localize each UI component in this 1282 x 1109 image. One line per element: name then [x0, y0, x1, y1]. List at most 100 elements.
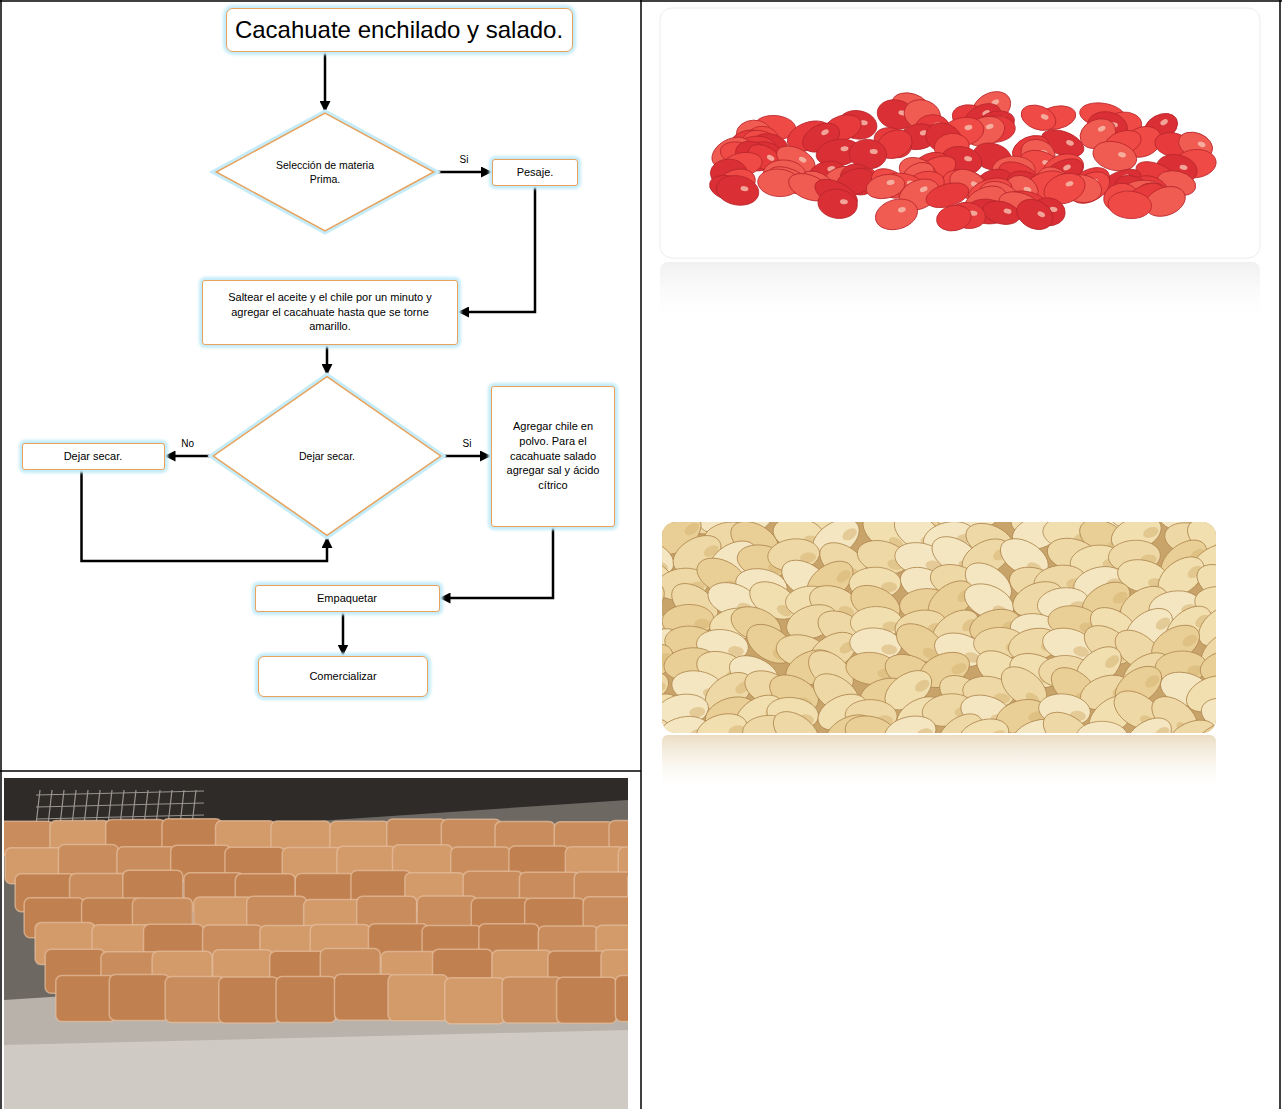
chili-peanut — [1107, 190, 1153, 221]
peanut-shape — [934, 202, 973, 234]
peanut-shape — [872, 194, 921, 234]
packet-group — [4, 819, 628, 1024]
process-box: Empaquetar — [255, 585, 440, 612]
box-text: Comercializar — [309, 669, 376, 684]
peanut-shape — [1195, 717, 1216, 733]
peanut-shape — [1107, 190, 1153, 221]
process-box: Dejar secar. — [22, 443, 165, 470]
peanut-spot — [886, 179, 895, 185]
peanut-shape — [1112, 731, 1171, 733]
peanut-packet — [334, 974, 394, 1020]
flow-arrow — [326, 345, 329, 376]
flow-arrow — [165, 455, 212, 458]
salted-peanut — [954, 713, 1013, 733]
peanut-spot — [1037, 210, 1046, 218]
edge-label: No — [179, 438, 196, 450]
peanut-spot — [1117, 151, 1126, 158]
flow-arrow — [443, 455, 491, 458]
peanut-shade — [916, 727, 934, 733]
box-text: Empaquetar — [317, 591, 377, 606]
flow-arrow — [440, 527, 554, 599]
terminal-box: Comercializar — [258, 656, 428, 697]
diamond-glow — [213, 377, 440, 536]
table-line — [1279, 0, 1281, 1109]
salted-peanuts-photo — [662, 522, 1216, 733]
chili-peanut — [714, 172, 761, 208]
box-text: Saltear el aceite y el chile por un minu… — [211, 290, 449, 335]
photo-ground — [4, 778, 628, 1109]
table-line — [640, 0, 642, 1109]
peanut-shade — [989, 728, 1007, 733]
edge-label: Si — [458, 154, 471, 166]
salted-peanut — [766, 703, 827, 733]
salted-peanut — [1076, 721, 1128, 733]
diamond-glow — [216, 113, 434, 231]
peanut-shape — [705, 727, 765, 733]
decision-diamond: Dejar secar. — [211, 375, 443, 537]
peanut-spot — [870, 149, 878, 154]
peanut-shade — [662, 588, 664, 605]
salted-peanut — [692, 708, 751, 733]
peanut-shape — [954, 713, 1013, 733]
decision-diamond: Selección de materia Prima. — [214, 112, 436, 232]
peanut-spot — [1040, 113, 1049, 120]
peanut-spot — [897, 206, 906, 213]
decision-text: Dejar secar. — [273, 449, 381, 463]
chili-peanut — [872, 194, 921, 234]
peanut-packet — [109, 974, 169, 1020]
chili-peanut — [934, 202, 973, 234]
salted-peanut — [882, 711, 940, 733]
decision-text: Selección de materia Prima. — [274, 158, 377, 186]
chili-peanut — [816, 187, 859, 221]
diamond-border — [216, 113, 434, 231]
peanut-shade — [662, 680, 667, 694]
chili-peanuts-photo — [707, 85, 1218, 235]
peanut-spot — [1097, 125, 1106, 133]
peanut-shape — [816, 187, 859, 221]
peanut-packet — [557, 977, 617, 1023]
peanut-shade — [1180, 632, 1199, 649]
box-text: Cacahuate enchilado y salado. — [235, 14, 563, 46]
peanut-packet — [56, 976, 116, 1022]
peanut-packet — [445, 978, 505, 1024]
salted-peanut — [1112, 731, 1171, 733]
peanut-packet — [502, 977, 562, 1023]
peanut-shape — [845, 729, 906, 733]
peanut-shade — [1142, 525, 1161, 540]
peanut-packet — [388, 975, 448, 1021]
peanut-shade — [913, 677, 932, 694]
basket-wire — [36, 803, 204, 807]
salted-peanut — [664, 731, 725, 733]
peanut-packet — [165, 977, 225, 1023]
table-line — [0, 770, 641, 772]
peanut-packet — [276, 976, 336, 1022]
process-box: Agregar chile en polvo. Para el cacahuat… — [491, 386, 615, 527]
salted-peanut — [705, 727, 765, 733]
peanut-shade — [840, 526, 859, 543]
peanut-spot — [766, 154, 775, 162]
table-line — [0, 0, 2, 1109]
peanut-spot — [1062, 163, 1071, 171]
peanut-shape — [1012, 194, 1058, 236]
peanut-spot — [1003, 208, 1012, 215]
peanut-packet — [219, 977, 279, 1023]
peanut-shape — [664, 731, 725, 733]
peanut-spot — [1065, 180, 1074, 187]
title-box: Cacahuate enchilado y salado. — [226, 8, 573, 52]
process-box: Pesaje. — [492, 159, 578, 186]
peanut-spot — [798, 156, 807, 164]
peanut-shade — [1143, 673, 1162, 690]
flow-arrow — [342, 612, 345, 656]
peanut-spot — [840, 199, 849, 205]
peanut-spot — [740, 185, 749, 191]
peanut-packet — [615, 976, 628, 1022]
photo-reflection — [662, 735, 1216, 793]
diamond-outline — [214, 112, 436, 232]
peanut-spot — [820, 128, 829, 136]
box-text: Agregar chile en polvo. Para el cacahuat… — [500, 419, 606, 493]
peanut-shape — [692, 708, 751, 733]
peanut-shade — [881, 644, 898, 656]
photo-reflection — [660, 262, 1260, 328]
peanut-spot — [964, 156, 973, 162]
